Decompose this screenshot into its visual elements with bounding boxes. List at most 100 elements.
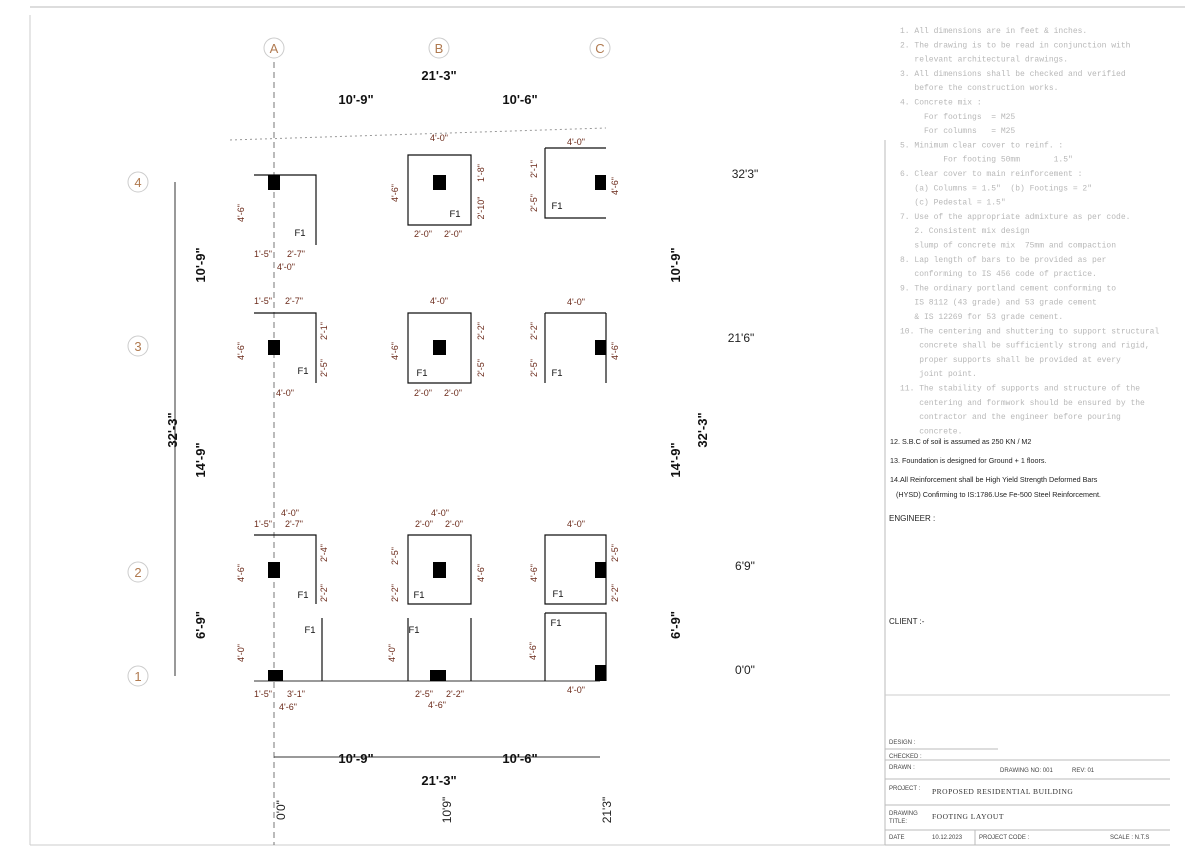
level-A: 0'0" — [274, 800, 288, 820]
footing-dimension: 4'-0" — [431, 508, 449, 518]
footing-dimension: 4'-0" — [430, 133, 448, 143]
note-line: 5. Minimum clear cover to reinf. : — [900, 141, 1063, 150]
footing-dimension: 4'-6" — [428, 700, 446, 710]
footing-dimension: 4'-6" — [476, 564, 486, 582]
right-dimension-4-3: 10'-9" — [668, 247, 683, 282]
footing-dimension: 4'-6" — [610, 342, 620, 360]
footing-mark: F1 — [413, 590, 424, 601]
note-line: joint point. — [900, 370, 977, 379]
footing-dimension: 4'-0" — [430, 296, 448, 306]
footing-dimension: 1'-5" — [254, 519, 272, 529]
title-block-drawing-title-label-2: TITLE: — [889, 819, 907, 825]
client-label: CLIENT :- — [889, 617, 925, 626]
footing-dimension: 2'-2" — [446, 689, 464, 699]
footing-dimension: 2'-5" — [610, 544, 620, 562]
footing-dimension: 4'-6" — [529, 564, 539, 582]
column-A2 — [268, 562, 280, 578]
note-line: contractor and the engineer before pouri… — [900, 413, 1121, 422]
footing-A3 — [254, 312, 317, 383]
note-line: proper supports shall be provided at eve… — [900, 356, 1121, 365]
column-C1 — [595, 665, 606, 681]
footing-dimension: 4'-0" — [567, 519, 585, 529]
bottom-dimension-bc: 10'-6" — [502, 751, 537, 766]
footing-dimension: 2'-5" — [529, 194, 539, 212]
title-block-rev: REV: 01 — [1072, 768, 1095, 774]
footing-mark: F1 — [449, 209, 460, 220]
grid-label-3: 3 — [134, 339, 141, 354]
left-dimension-4-3: 10'-9" — [193, 247, 208, 282]
title-block-design-label: DESIGN : — [889, 740, 916, 746]
title-block-drawing-title-label-1: DRAWING — [889, 811, 918, 817]
title-block-drawing-no: DRAWING NO: 001 — [1000, 768, 1053, 774]
column-C3 — [595, 340, 606, 355]
footing-C2 — [544, 534, 607, 605]
footing-dimension: 2'-2" — [319, 584, 329, 602]
grid-label-A: A — [270, 41, 279, 56]
top-total-dimension: 21'-3" — [421, 68, 456, 83]
footing-dimension: 2'-0" — [414, 388, 432, 398]
footing-dimension: 2'-0" — [444, 388, 462, 398]
note-line: 14.All Reinforcement shall be High Yield… — [890, 475, 1098, 484]
note-line: For footings = M25 — [900, 113, 1015, 122]
note-line: concrete. — [900, 427, 962, 436]
grid-bubble-B — [428, 37, 450, 59]
footing-dimension: 4'-6" — [236, 204, 246, 222]
footing-mark: F1 — [297, 366, 308, 377]
footing-dimension: 4'-0" — [567, 297, 585, 307]
note-line: before the construction works. — [900, 84, 1058, 93]
footing-dimension: 2'-2" — [390, 584, 400, 602]
grid-bubble-2 — [127, 561, 149, 583]
footing-dimension: 2'-7" — [285, 519, 303, 529]
footing-dimension: 2'-1" — [319, 322, 329, 340]
left-total-dimension: 32'-3" — [165, 412, 180, 447]
footing-dimension: 2'-0" — [445, 519, 463, 529]
note-line: concrete shall be sufficiently strong an… — [900, 342, 1150, 351]
note-line: 1. All dimensions are in feet & inches. — [900, 27, 1087, 36]
grid-label-4: 4 — [134, 175, 141, 190]
title-block-project-code: PROJECT CODE : — [979, 835, 1030, 841]
footing-dimension: 2'-0" — [415, 519, 433, 529]
footing-dimension: 4'-0" — [387, 644, 397, 662]
level-B: 10'9" — [440, 797, 454, 824]
title-block-drawn-label: DRAWN : — [889, 765, 915, 771]
note-line: 7. Use of the appropriate admixture as p… — [900, 213, 1130, 222]
footing-dimension: 2'-5" — [390, 547, 400, 565]
footing-dimension: 1'-8" — [476, 164, 486, 182]
note-line: 13. Foundation is designed for Ground + … — [890, 456, 1046, 465]
footing-dimension: 2'-5" — [476, 359, 486, 377]
footing-dimension: 3'-1" — [287, 689, 305, 699]
column-B1 — [430, 670, 446, 681]
footing-dimension: 4'-6" — [390, 342, 400, 360]
footing-B2 — [407, 534, 472, 605]
right-dimension-2-1: 6'-9" — [668, 611, 683, 639]
left-dimension-3-2: 14'-9" — [193, 442, 208, 477]
level-row-3: 21'6" — [728, 331, 755, 345]
right-dimension-3-2: 14'-9" — [668, 442, 683, 477]
column-B4 — [433, 175, 446, 190]
footing-mark: F1 — [304, 625, 315, 636]
grid-bubble-C — [589, 37, 611, 59]
footing-B3 — [407, 312, 472, 384]
footing-mark: F1 — [552, 589, 563, 600]
note-line: conforming to IS 456 code of practice. — [900, 270, 1097, 279]
footing-dimension: 2'-10" — [476, 197, 486, 220]
title-block-checked-label: CHECKED : — [889, 754, 922, 760]
note-line: & IS 12269 for 53 grade cement. — [900, 313, 1063, 322]
footing-C4 — [544, 147, 606, 219]
footing-dimension: 4'-0" — [236, 644, 246, 662]
footing-A4 — [254, 174, 317, 245]
note-line: 2. The drawing is to be read in conjunct… — [900, 41, 1131, 50]
footing-dimension: 2'-7" — [285, 296, 303, 306]
footing-dimension: 2'-1" — [529, 160, 539, 178]
note-line: 12. S.B.C of soil is assumed as 250 KN /… — [890, 437, 1031, 446]
level-C: 21'3" — [600, 797, 614, 824]
note-line: 4. Concrete mix : — [900, 99, 982, 108]
footing-dimension: 2'-0" — [444, 229, 462, 239]
footing-dimension: 4'-0" — [277, 262, 295, 272]
grid-bubble-A — [263, 37, 285, 59]
grid-bubble-1 — [127, 665, 149, 687]
footing-dimension: 2'-5" — [529, 359, 539, 377]
bottom-dimension-ab: 10'-9" — [338, 751, 373, 766]
footing-dimension: 4'-0" — [276, 388, 294, 398]
